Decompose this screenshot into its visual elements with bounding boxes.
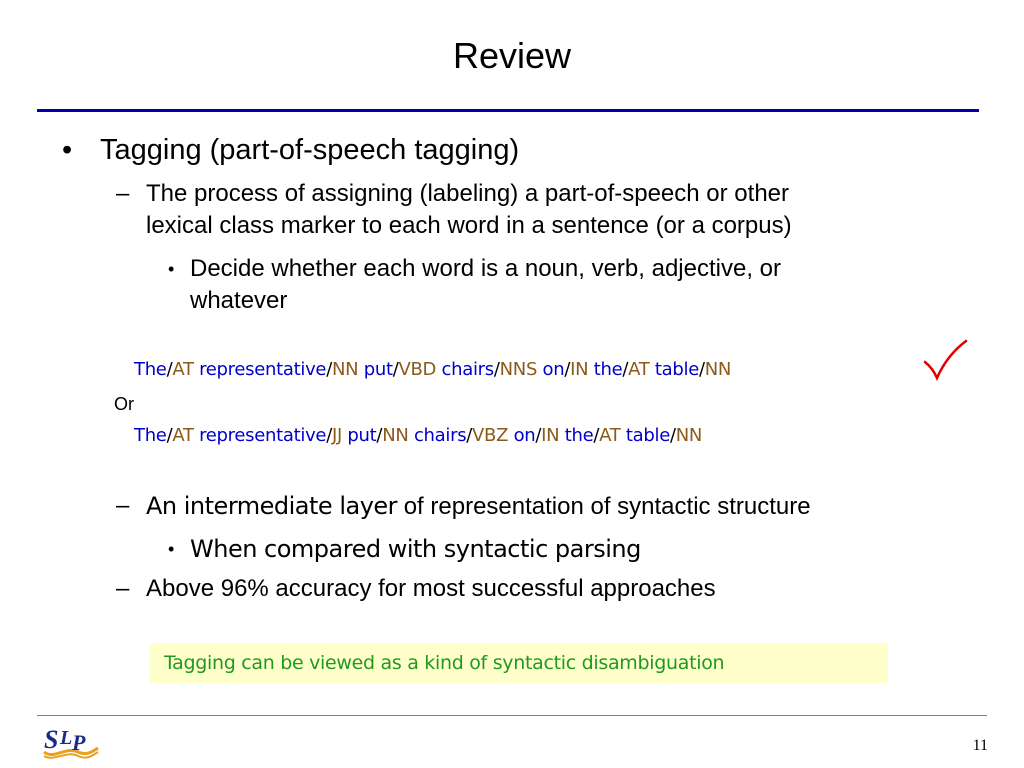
word: the [593,359,623,380]
dash-marker: – [116,575,130,602]
emphasis-text: An intermediate layer [146,492,398,520]
word: chairs [441,359,495,380]
word: the [564,425,594,446]
word: representative [199,359,327,380]
word: table [654,359,699,380]
subsub-line-1: Decide whether each word is a noun, verb… [190,255,781,282]
checkmark-icon [923,339,968,382]
word: on [542,359,565,380]
footer-divider [37,715,987,716]
page-number: 11 [972,737,988,754]
note-text: Tagging can be viewed as a kind of synta… [164,652,725,674]
tag: NN [704,359,732,380]
svg-text:L: L [59,727,72,749]
sub-bullet-text: Above 96% accuracy for most successful a… [146,575,716,602]
tag: IN [570,359,589,380]
word: chairs [413,425,467,446]
sub-bullet-line-1: The process of assigning (labeling) a pa… [146,180,790,207]
word: The [134,359,167,380]
svg-text:S: S [44,725,58,754]
tag: AT [172,359,194,380]
tagged-sentence-1: The/AT representative/NN put/VBD chairs/… [134,359,732,380]
or-label: Or [114,394,134,414]
dot-marker: • [168,539,175,559]
dot-marker: • [168,259,175,279]
tag: AT [172,425,194,446]
slp-logo: S L P [43,725,99,759]
tag: AT [599,425,621,446]
tag: NN [382,425,409,446]
rest-text: of representation of syntactic structure [397,493,811,520]
word: put [347,425,377,446]
tag: JJ [331,425,342,446]
word: The [134,425,167,446]
word: representative [199,425,327,446]
word: on [513,425,536,446]
sub-bullet-line-2: lexical class marker to each word in a s… [146,212,792,239]
tag: VBZ [472,425,509,446]
bullet-text: Tagging (part-of-speech tagging) [100,134,520,166]
dash-marker: – [116,180,130,207]
tagged-sentence-2: The/AT representative/JJ put/NN chairs/V… [134,425,703,446]
tag: NN [331,359,359,380]
title-divider [37,109,979,112]
tag: NNS [499,359,538,380]
svg-text:P: P [71,730,86,755]
tag: VBD [398,359,437,380]
tag: NN [675,425,703,446]
tag: AT [628,359,650,380]
word: put [363,359,393,380]
bullet-marker: • [62,134,73,166]
word: table [625,425,670,446]
subsub-text: When compared with syntactic parsing [190,535,641,563]
tag: IN [541,425,560,446]
subsub-line-2: whatever [190,287,288,314]
note-box: Tagging can be viewed as a kind of synta… [150,643,888,683]
sub-bullet-text: An intermediate layer of representation … [146,490,811,523]
dash-marker: – [116,492,130,519]
slide-title: Review [452,35,572,76]
